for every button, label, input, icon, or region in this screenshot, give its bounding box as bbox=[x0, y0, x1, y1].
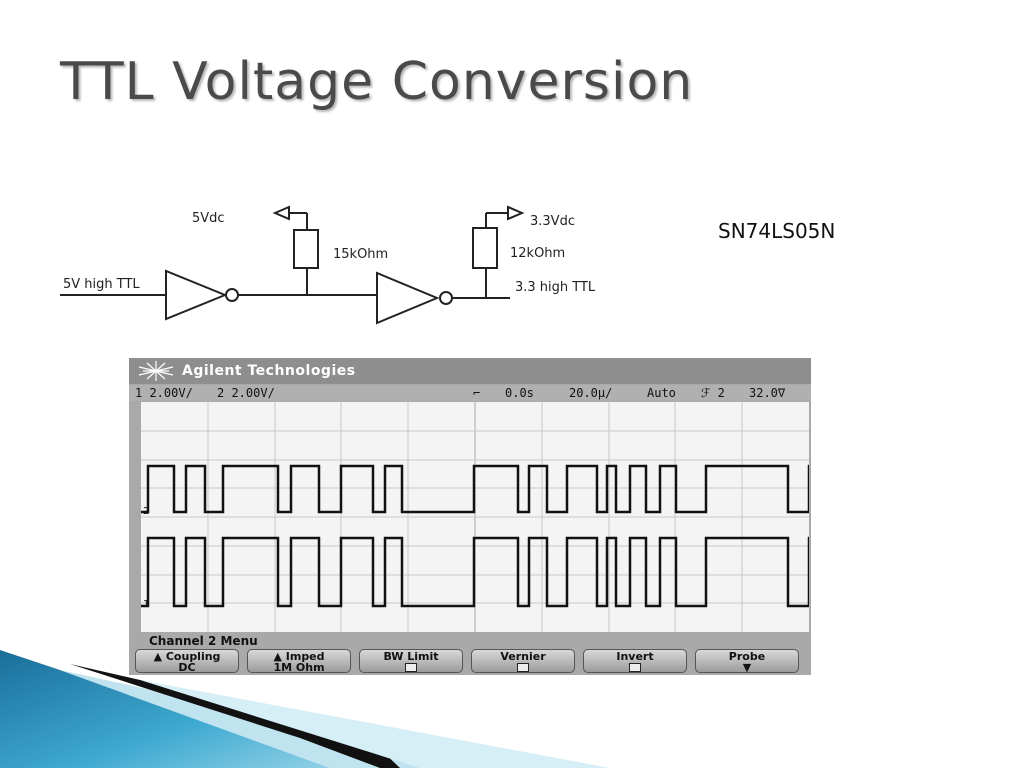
waveform-display: 2 1 bbox=[141, 402, 811, 632]
ch2-ground-marker: 2 bbox=[143, 506, 149, 517]
softkey-bw-limit[interactable]: BW Limit bbox=[359, 649, 463, 673]
checkbox-icon bbox=[405, 663, 417, 672]
softkey-coupling-label: ▲ Coupling bbox=[153, 650, 221, 663]
part-number: SN74LS05N bbox=[718, 219, 836, 243]
resistor-1-label: 15kOhm bbox=[333, 247, 388, 262]
down-arrow-icon: ▼ bbox=[742, 661, 752, 674]
scope-screen: 2 1 bbox=[141, 402, 811, 632]
softkey-imped[interactable]: ▲ Imped 1M Ohm bbox=[247, 649, 351, 673]
channel-2-trace bbox=[141, 464, 811, 514]
resistor-2 bbox=[472, 227, 498, 269]
ch1-ground-marker: 1 bbox=[143, 599, 149, 610]
scope-status-line: 1 2.00V/ 2 2.00V/ ⌐ 0.0s 20.0µ/ Auto ℱ 2… bbox=[129, 385, 811, 401]
checkbox-icon bbox=[629, 663, 641, 672]
trigger-position-icon: ⌐ bbox=[473, 386, 481, 400]
trigger-mode: Auto bbox=[647, 386, 676, 400]
softkey-coupling-value: DC bbox=[178, 661, 196, 674]
channel-1-trace bbox=[141, 536, 811, 608]
softkey-vernier-label: Vernier bbox=[500, 650, 546, 663]
softkey-imped-label: ▲ Imped bbox=[273, 650, 325, 663]
time-scale: 20.0µ/ bbox=[569, 386, 613, 400]
scope-menu-title: Channel 2 Menu bbox=[149, 634, 258, 648]
ch2-scale: 2 2.00V/ bbox=[217, 386, 275, 400]
time-offset: 0.0s bbox=[505, 386, 534, 400]
supply-2-arrow bbox=[507, 205, 525, 221]
supply-2-label: 3.3Vdc bbox=[530, 214, 575, 229]
input-label: 5V high TTL bbox=[63, 277, 140, 292]
softkey-imped-value: 1M Ohm bbox=[273, 661, 325, 674]
ch1-scale: 1 2.00V/ bbox=[135, 386, 193, 400]
checkbox-icon bbox=[517, 663, 529, 672]
resistor-1 bbox=[293, 229, 319, 269]
oscilloscope-capture: Agilent Technologies 1 2.00V/ 2 2.00V/ ⌐… bbox=[129, 358, 811, 675]
trigger-source: ℱ 2 bbox=[701, 386, 725, 400]
supply-1-label: 5Vdc bbox=[192, 211, 225, 226]
output-label: 3.3 high TTL bbox=[515, 280, 596, 295]
inverter-1-body bbox=[165, 269, 228, 321]
scope-brand-bar: Agilent Technologies bbox=[129, 358, 811, 384]
softkey-invert-label: Invert bbox=[616, 650, 654, 663]
inverter-2-body bbox=[376, 271, 440, 325]
supply-1-arrow bbox=[272, 205, 290, 221]
trigger-level: 32.0∇ bbox=[749, 386, 786, 400]
softkey-vernier[interactable]: Vernier bbox=[471, 649, 575, 673]
softkey-coupling[interactable]: ▲ Coupling DC bbox=[135, 649, 239, 673]
scope-brand-text: Agilent Technologies bbox=[182, 363, 356, 379]
decorative-swoosh bbox=[0, 650, 610, 768]
inverter-2-bubble bbox=[439, 291, 453, 305]
slide-title: TTL Voltage Conversion bbox=[60, 52, 694, 112]
softkey-probe-label: Probe bbox=[728, 650, 766, 663]
softkey-invert[interactable]: Invert bbox=[583, 649, 687, 673]
circuit-diagram: 5V high TTL 5Vdc 15kOhm 3.3Vdc 12kOhm 3.… bbox=[60, 205, 596, 325]
softkey-probe[interactable]: Probe ▼ bbox=[695, 649, 799, 673]
agilent-spark-icon bbox=[137, 359, 175, 387]
scope-softkeys: ▲ Coupling DC ▲ Imped 1M Ohm BW Limit Ve… bbox=[135, 648, 811, 674]
resistor-2-label: 12kOhm bbox=[510, 246, 565, 261]
inverter-1-bubble bbox=[225, 288, 239, 302]
softkey-bw-limit-label: BW Limit bbox=[383, 650, 439, 663]
